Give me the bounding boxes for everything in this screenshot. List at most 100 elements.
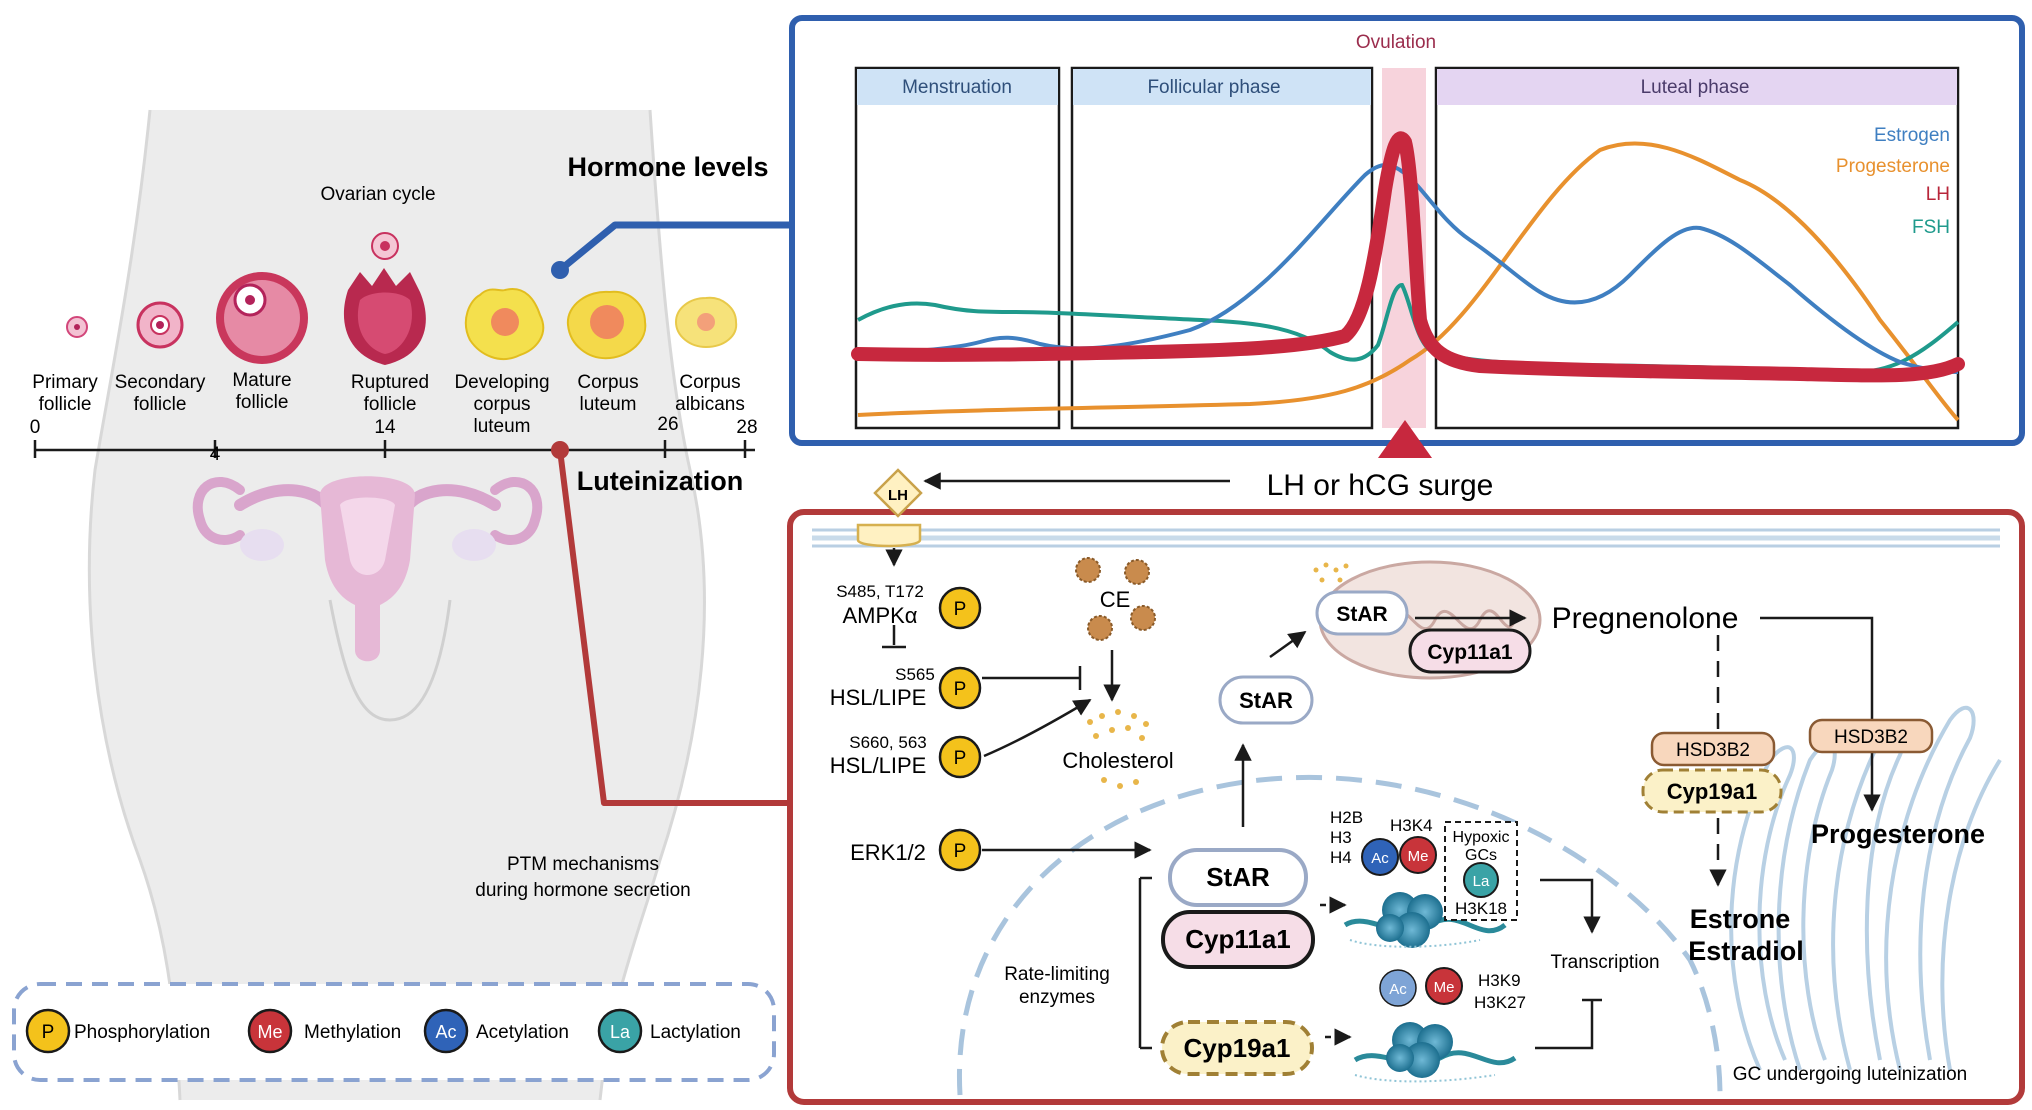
- stage-label-secondary-line2: follicle: [134, 394, 187, 415]
- phase-label-menstruation: Menstruation: [902, 77, 1012, 98]
- hsd3b2-left-label: HSD3B2: [1676, 740, 1750, 761]
- legend-label-phosphorylation: Phosphorylation: [74, 1022, 210, 1043]
- hsl2-badge-text: P: [954, 748, 967, 769]
- nucleosome-bottom: [1353, 1022, 1517, 1083]
- star-nucleus-pill: StAR: [1168, 848, 1308, 907]
- estrone-label: Estrone: [1690, 904, 1791, 934]
- me-badge-bottom: Me: [1425, 967, 1463, 1005]
- hsl1-phospho-badge: P: [938, 666, 982, 710]
- erk-badge-text: P: [954, 841, 967, 862]
- cyp19a1-nucleus-pill: Cyp19a1: [1160, 1020, 1314, 1076]
- follicle-primary: [66, 316, 88, 338]
- histone-labels-top: H2B H3 H4 H3K4: [1330, 808, 1433, 867]
- ac-badge-top-text: Ac: [1371, 850, 1389, 867]
- pathway-panel: [787, 509, 2025, 1105]
- day-axis: [33, 440, 755, 458]
- corpus-albicans: [674, 296, 738, 349]
- legend-item-lactylation: La Lactylation: [597, 1008, 741, 1054]
- ce-droplets: [1075, 557, 1156, 641]
- progesterone-product-label: Progesterone: [1811, 819, 1985, 849]
- ampk-label: AMPKα: [842, 603, 917, 628]
- body-silhouette: [87, 109, 706, 1101]
- hsl1-site: S565: [895, 665, 935, 684]
- legend-item-phosphorylation: P Phosphorylation: [25, 1008, 210, 1054]
- lh-receptor: LH: [856, 468, 923, 548]
- hypoxic-gc-box: Hypoxic GCs La H3K18: [1444, 821, 1518, 921]
- hormone-chart: Ovulation Menstruation Follicular phase …: [789, 15, 2025, 458]
- pregnenolone-label: Pregnenolone: [1552, 602, 1739, 635]
- estradiol-label: Estradiol: [1688, 936, 1804, 966]
- day-label-28: 28: [736, 417, 757, 438]
- stage-labels: Primary follicle Secondary follicle Matu…: [32, 370, 745, 437]
- day-label-26: 26: [657, 414, 678, 435]
- corpus-luteum-developing: [464, 288, 545, 360]
- hsl2-phospho-badge: P: [938, 735, 982, 779]
- phase-label-follicular: Follicular phase: [1147, 77, 1280, 98]
- hsl2-site: S660, 563: [849, 733, 927, 752]
- me-badge-top: Me: [1399, 836, 1437, 874]
- legend-label-lactylation: Lactylation: [650, 1022, 741, 1043]
- ptm-legend: P Phosphorylation Me Methylation Ac Acet…: [12, 982, 776, 1082]
- stage-label-developing-line1: Developing: [454, 372, 549, 393]
- nucleus-envelope: [956, 774, 1723, 1096]
- stage-label-corpus-luteum-line1: Corpus: [577, 372, 638, 393]
- day-label-0: 0: [30, 417, 41, 438]
- phase-box-luteal: [1434, 66, 1960, 430]
- stage-label-ruptured-line2: follicle: [364, 394, 417, 415]
- luteinization-label: Luteinization: [577, 466, 743, 496]
- stage-label-developing-line2: corpus: [473, 394, 530, 415]
- histone-h3k18: H3K18: [1455, 899, 1507, 918]
- cyp11a1-nucleus-label: Cyp11a1: [1185, 924, 1291, 954]
- series-label-estrogen: Estrogen: [1874, 125, 1950, 146]
- la-badge-text: La: [1473, 873, 1490, 890]
- histone-h3: H3: [1330, 828, 1352, 847]
- legend-badge-la: La: [610, 1022, 631, 1042]
- gc-caption: GC undergoing luteinization: [1733, 1064, 1968, 1085]
- surge-label: LH or hCG surge: [1267, 469, 1494, 502]
- legend-badge-ac: Ac: [435, 1022, 456, 1042]
- cholesterol-particles: [1087, 562, 1349, 789]
- histone-h3k4: H3K4: [1390, 816, 1433, 835]
- legend-label-methylation: Methylation: [304, 1022, 401, 1043]
- follicle-ruptured: [343, 232, 426, 365]
- cyp19a1-er-pill: Cyp19a1: [1641, 768, 1783, 814]
- legend-item-acetylation: Ac Acetylation: [423, 1008, 569, 1054]
- histone-h4: H4: [1330, 848, 1352, 867]
- cyp11a1-nucleus-pill: Cyp11a1: [1161, 910, 1315, 969]
- stage-label-developing-line3: luteum: [473, 416, 530, 437]
- ampk-sites: S485, T172: [836, 582, 924, 601]
- cyp19a1-er-label: Cyp19a1: [1667, 779, 1758, 804]
- hsl2-label: HSL/LIPE: [830, 753, 927, 778]
- erk-phospho-badge: P: [938, 828, 982, 872]
- stage-label-corpus-luteum-line2: luteum: [579, 394, 636, 415]
- hormone-levels-label: Hormone levels: [567, 152, 768, 182]
- progesterone-curve: [857, 141, 1960, 422]
- hsd3b2-left-pill: HSD3B2: [1650, 731, 1776, 767]
- lh-receptor-label: LH: [888, 487, 908, 504]
- ce-label: CE: [1100, 587, 1131, 612]
- cyp19a1-nucleus-label: Cyp19a1: [1184, 1033, 1291, 1063]
- me-badge-top-text: Me: [1408, 848, 1429, 865]
- series-label-fsh: FSH: [1912, 217, 1950, 238]
- day-label-4: 4: [210, 444, 221, 465]
- ptm-caption-line1: PTM mechanisms: [507, 854, 659, 875]
- star-mito-label: StAR: [1336, 603, 1387, 626]
- star-mito-pill: StAR: [1315, 590, 1409, 636]
- rate-limiting-line1: Rate-limiting: [1004, 964, 1110, 985]
- uterus-illustration: [192, 476, 543, 662]
- stage-label-primary-line2: follicle: [39, 394, 92, 415]
- ac-badge-bottom-text: Ac: [1389, 981, 1407, 998]
- hsd3b2-right-label: HSD3B2: [1834, 727, 1908, 748]
- ampk-phospho-badge: P: [938, 586, 982, 630]
- legend-badge-me: Me: [257, 1022, 282, 1042]
- pathway-arrows: [882, 472, 1881, 1050]
- cholesterol-label: Cholesterol: [1062, 748, 1173, 773]
- transcription-label: Transcription: [1550, 952, 1659, 973]
- ampk-badge-text: P: [954, 599, 967, 620]
- hsl1-badge-text: P: [954, 679, 967, 700]
- hormone-connector: [551, 221, 792, 279]
- star-cytosol-label: StAR: [1239, 688, 1293, 713]
- luteinization-connector: [551, 441, 795, 806]
- stage-label-ruptured-line1: Ruptured: [351, 372, 429, 393]
